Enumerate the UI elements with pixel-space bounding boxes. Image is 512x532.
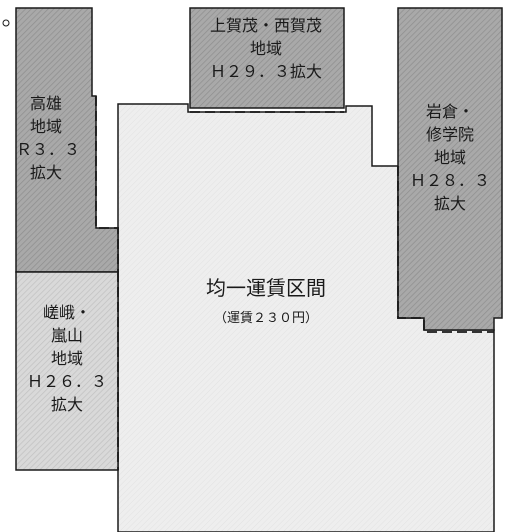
corner-marker bbox=[2, 19, 10, 27]
saga-line-4: Ｈ２６．３ bbox=[26, 372, 107, 391]
saga-line-1: 嵯峨・ bbox=[42, 303, 91, 322]
center-zone-fare: （運賃２３０円） bbox=[213, 311, 318, 326]
iwakura-line-4: Ｈ２８．３ bbox=[409, 171, 490, 190]
saga-line-2: 嵐山 bbox=[50, 326, 83, 345]
kamigamo-line-1: 上賀茂・西賀茂 bbox=[209, 16, 322, 35]
center-zone-label: 均一運賃区間 （運賃２３０円） bbox=[166, 278, 366, 325]
kamigamo-line-2: 地域 bbox=[249, 39, 282, 58]
region-iwakura bbox=[397, 7, 503, 331]
kamigamo-line-3: Ｈ２９．３拡大 bbox=[209, 62, 322, 81]
saga-line-5: 拡大 bbox=[50, 395, 83, 414]
saga-line-3: 地域 bbox=[50, 349, 83, 368]
region-kamigamo bbox=[189, 7, 345, 109]
boundary-iwakura bbox=[397, 166, 494, 333]
iwakura-line-5: 拡大 bbox=[433, 194, 466, 213]
iwakura-line-2: 修学院 bbox=[425, 125, 474, 144]
zone-boundaries bbox=[95, 96, 494, 470]
takao-line-1: 高雄 bbox=[29, 94, 62, 113]
region-label-iwakura: 岩倉・ 修学院 地域 Ｈ２８．３ 拡大 bbox=[398, 104, 502, 219]
takao-line-2: 地域 bbox=[29, 117, 62, 136]
region-label-saga: 嵯峨・ 嵐山 地域 Ｈ２６．３ 拡大 bbox=[16, 305, 118, 420]
center-zone-title: 均一運賃区間 bbox=[206, 276, 326, 300]
takao-line-4: 拡大 bbox=[29, 163, 62, 182]
takao-line-3: Ｒ３．３ bbox=[16, 140, 81, 159]
region-label-kamigamo: 上賀茂・西賀茂 地域 Ｈ２９．３拡大 bbox=[190, 18, 342, 87]
iwakura-line-3: 地域 bbox=[433, 148, 466, 167]
region-label-takao: 高雄 地域 Ｒ３．３ 拡大 bbox=[16, 94, 81, 188]
boundary-takao bbox=[95, 96, 119, 272]
iwakura-line-1: 岩倉・ bbox=[425, 102, 474, 121]
